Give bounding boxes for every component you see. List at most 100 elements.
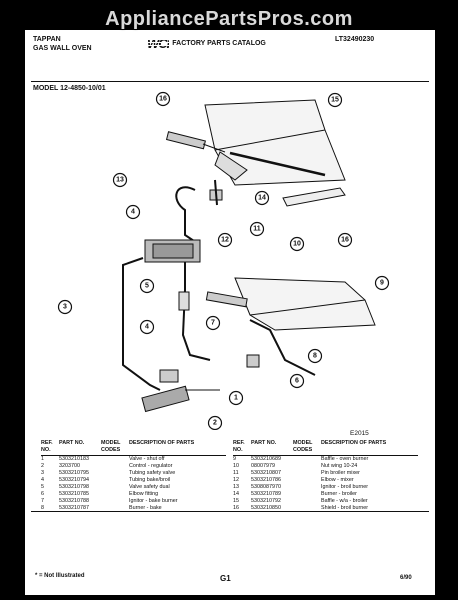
part-description: Baffle - oven burner [321,456,369,462]
ref-no: 13 [233,484,239,490]
watermark: AppliancePartsPros.com [105,8,353,30]
part-description: Valve safety dual [129,484,170,490]
model-code [293,470,321,477]
svg-text:8: 8 [313,353,317,360]
ref-no: 4 [41,477,44,483]
callout-15: 15 [327,92,343,108]
parts-column-right: REF. NO. PART NO. MODEL CODES DESCRIPTIO… [233,440,418,512]
part-no: 5303210789 [251,491,281,497]
part-description: Burner - bake [129,505,162,511]
callout-1: 1 [228,390,244,406]
broil-ignitor-shape [165,131,206,150]
svg-text:3: 3 [63,304,67,311]
ref-no: 11 [233,470,239,476]
ref-no: 12 [233,477,239,483]
brand-header: TAPPAN GAS WALL OVEN [33,35,92,53]
ref-no: 14 [233,491,239,497]
ref-no: 9 [233,456,236,462]
part-description: Elbow - mixer [321,477,354,483]
model-code [101,463,129,470]
part-no: 5308087970 [251,484,281,490]
elbow-fitting-shape [246,354,260,368]
part-description: Tubing safety valve [129,470,176,476]
bake-burner-shape [249,319,316,376]
callout-4-lower: 4 [139,319,155,335]
ref-no: 16 [233,505,239,511]
callout-9: 9 [374,275,390,291]
table-header: REF. NO. PART NO. MODEL CODES DESCRIPTIO… [41,440,226,456]
col-desc: DESCRIPTION OF PARTS [321,440,387,446]
shutoff-valve-shape [141,385,190,413]
model-code [293,463,321,470]
callout-13: 13 [112,172,128,188]
part-description: Tubing bake/broil [129,477,171,483]
part-no: 5303210795 [59,470,89,476]
svg-text:12: 12 [221,237,229,244]
callout-16-right: 16 [337,232,353,248]
ref-no: 1 [41,456,44,462]
callout-8: 8 [307,348,323,364]
part-description: Control - regulator [129,463,173,469]
table-row: 13 5308087970 Ignitor - broil burner [233,484,418,491]
wci-logo: WCI [147,36,170,51]
ref-no: 15 [233,498,239,504]
col-ref: REF. NO. [233,440,245,453]
parts-column-left: REF. NO. PART NO. MODEL CODES DESCRIPTIO… [41,440,226,512]
model-code [293,491,321,498]
ref-no: 2 [41,463,44,469]
exploded-parts-diagram: 16 15 13 14 11 12 4 10 9 16 5 3 7 8 4 6 … [57,91,390,430]
model-label: MODEL 12-4850-10/01 [33,85,106,92]
svg-text:11: 11 [253,226,261,233]
footnote: * = Not Illustrated [35,573,85,579]
model-code [101,484,129,491]
svg-text:9: 9 [380,280,384,287]
col-ref: REF. NO. [41,440,53,453]
ref-no: 10 [233,463,239,469]
part-description: Elbow fitting [129,491,159,497]
ref-no: 6 [41,491,44,497]
bake-ignitor-shape [205,291,248,308]
ref-no: 8 [41,505,44,511]
callout-10: 10 [289,236,305,252]
model-code [101,498,129,505]
part-no: 5303210807 [251,470,281,476]
col-model: MODEL CODES [101,440,121,453]
svg-text:15: 15 [331,97,339,104]
svg-text:16: 16 [159,96,167,103]
model-code [293,484,321,491]
col-part: PART NO. [59,440,85,446]
part-no: 5303210798 [59,484,89,490]
part-description: Ignitor - bake burner [129,498,178,504]
part-description: Nut wing 10-24 [321,463,358,469]
model-code [293,456,321,463]
svg-text:4: 4 [131,209,135,216]
model-code [101,456,129,463]
callout-2: 2 [207,415,223,430]
col-part: PART NO. [251,440,277,446]
catalog-title: FACTORY PARTS CATALOG [172,40,266,47]
svg-text:7: 7 [211,320,215,327]
part-description: Baffle - w/a - broiler [321,498,368,504]
callout-4-upper: 4 [125,204,141,220]
part-no: 5303210786 [251,477,281,483]
footer-divider [31,511,429,512]
svg-text:5: 5 [145,283,149,290]
callout-12: 12 [217,232,233,248]
callout-3: 3 [57,299,73,315]
callout-5: 5 [139,278,155,294]
model-code [101,470,129,477]
catalog-code: LT32490230 [335,36,375,43]
part-description: Ignitor - broil burner [321,484,369,490]
part-no: 3203700 [59,463,80,469]
product-type: GAS WALL OVEN [33,45,92,52]
svg-text:10: 10 [293,241,301,248]
